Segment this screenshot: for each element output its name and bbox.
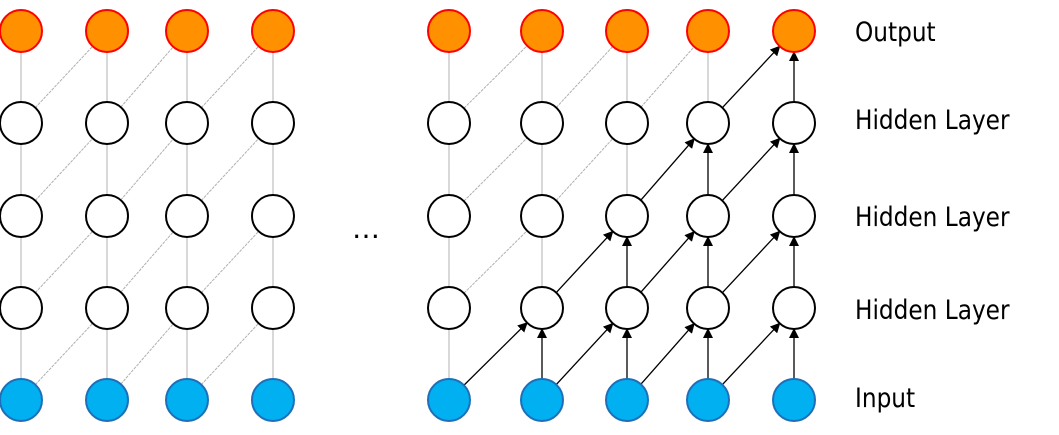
right-hidden-node (605, 194, 649, 238)
left-diagonal-edge (200, 230, 260, 294)
right-input-node (520, 378, 564, 422)
left-input-node (165, 378, 209, 422)
left-diagonal-edge (200, 45, 260, 109)
right-diagonal-edge (463, 137, 528, 202)
right-hidden-node (605, 286, 649, 330)
left-hidden-node (251, 194, 295, 238)
right-hidden-node (520, 101, 564, 145)
right-active-diagonal-arrow (640, 231, 695, 293)
right-input-node (427, 378, 471, 422)
left-hidden-node (0, 194, 43, 238)
right-hidden-node (605, 101, 649, 145)
left-output-node (251, 9, 295, 53)
left-diagonal-edge (200, 322, 260, 386)
left-hidden-node (0, 101, 43, 145)
left-diagonal-edge (34, 322, 94, 386)
left-input-node (0, 378, 43, 422)
right-active-diagonal-arrow (721, 322, 781, 386)
right-hidden-node (686, 194, 730, 238)
left-diagonal-edge (120, 231, 174, 293)
label-input: Input (855, 383, 916, 414)
right-output-node (605, 9, 649, 53)
left-hidden-node (85, 194, 129, 238)
right-output-node (427, 9, 471, 53)
left-diagonal-edge (34, 45, 94, 109)
label-output: Output (855, 17, 936, 48)
right-diagonal-edge (555, 46, 614, 108)
right-output-node (772, 9, 816, 53)
left-hidden-node (85, 101, 129, 145)
left-hidden-node (165, 286, 209, 330)
left-hidden-node (165, 194, 209, 238)
right-input-node (605, 378, 649, 422)
left-diagonal-edge (120, 323, 174, 385)
right-active-diagonal-arrow (555, 230, 614, 294)
right-input-node (772, 378, 816, 422)
right-hidden-node (686, 101, 730, 145)
right-active-diagonal-arrow (463, 322, 528, 386)
ellipsis: … (352, 212, 382, 245)
right-hidden-node (520, 194, 564, 238)
right-hidden-node (427, 101, 471, 145)
right-diagonal-edge (555, 138, 614, 201)
right-hidden-node (686, 286, 730, 330)
right-diagonal-edge (463, 45, 528, 109)
right-input-node (686, 378, 730, 422)
left-hidden-node (251, 286, 295, 330)
right-active-diagonal-arrow (640, 323, 695, 385)
right-output-node (686, 9, 730, 53)
left-diagonal-edge (34, 230, 94, 294)
left-output-node (165, 9, 209, 53)
left-hidden-node (251, 101, 295, 145)
left-diagonal-edge (120, 46, 174, 108)
right-diagonal-edge (463, 230, 528, 294)
right-active-diagonal-arrow (721, 45, 781, 109)
label-hidden-layer-3: Hidden Layer (855, 105, 1010, 136)
left-output-node (0, 9, 43, 53)
left-output-node (85, 9, 129, 53)
right-diagonal-edge (640, 46, 695, 108)
right-active-diagonal-arrow (555, 322, 614, 386)
left-hidden-node (0, 286, 43, 330)
left-diagonal-edge (200, 138, 260, 201)
right-output-node (520, 9, 564, 53)
left-diagonal-edge (34, 138, 94, 201)
left-input-node (251, 378, 295, 422)
right-active-diagonal-arrow (721, 137, 781, 202)
label-hidden-layer-1: Hidden Layer (855, 295, 1010, 326)
left-hidden-node (165, 101, 209, 145)
right-active-diagonal-arrow (721, 230, 781, 294)
left-hidden-node (85, 286, 129, 330)
right-hidden-node (427, 194, 471, 238)
left-diagonal-edge (120, 138, 174, 201)
right-hidden-node (772, 194, 816, 238)
left-input-node (85, 378, 129, 422)
right-hidden-node (772, 101, 816, 145)
right-hidden-node (427, 286, 471, 330)
label-hidden-layer-2: Hidden Layer (855, 202, 1010, 233)
right-active-diagonal-arrow (640, 138, 695, 201)
right-hidden-node (520, 286, 564, 330)
right-hidden-node (772, 286, 816, 330)
